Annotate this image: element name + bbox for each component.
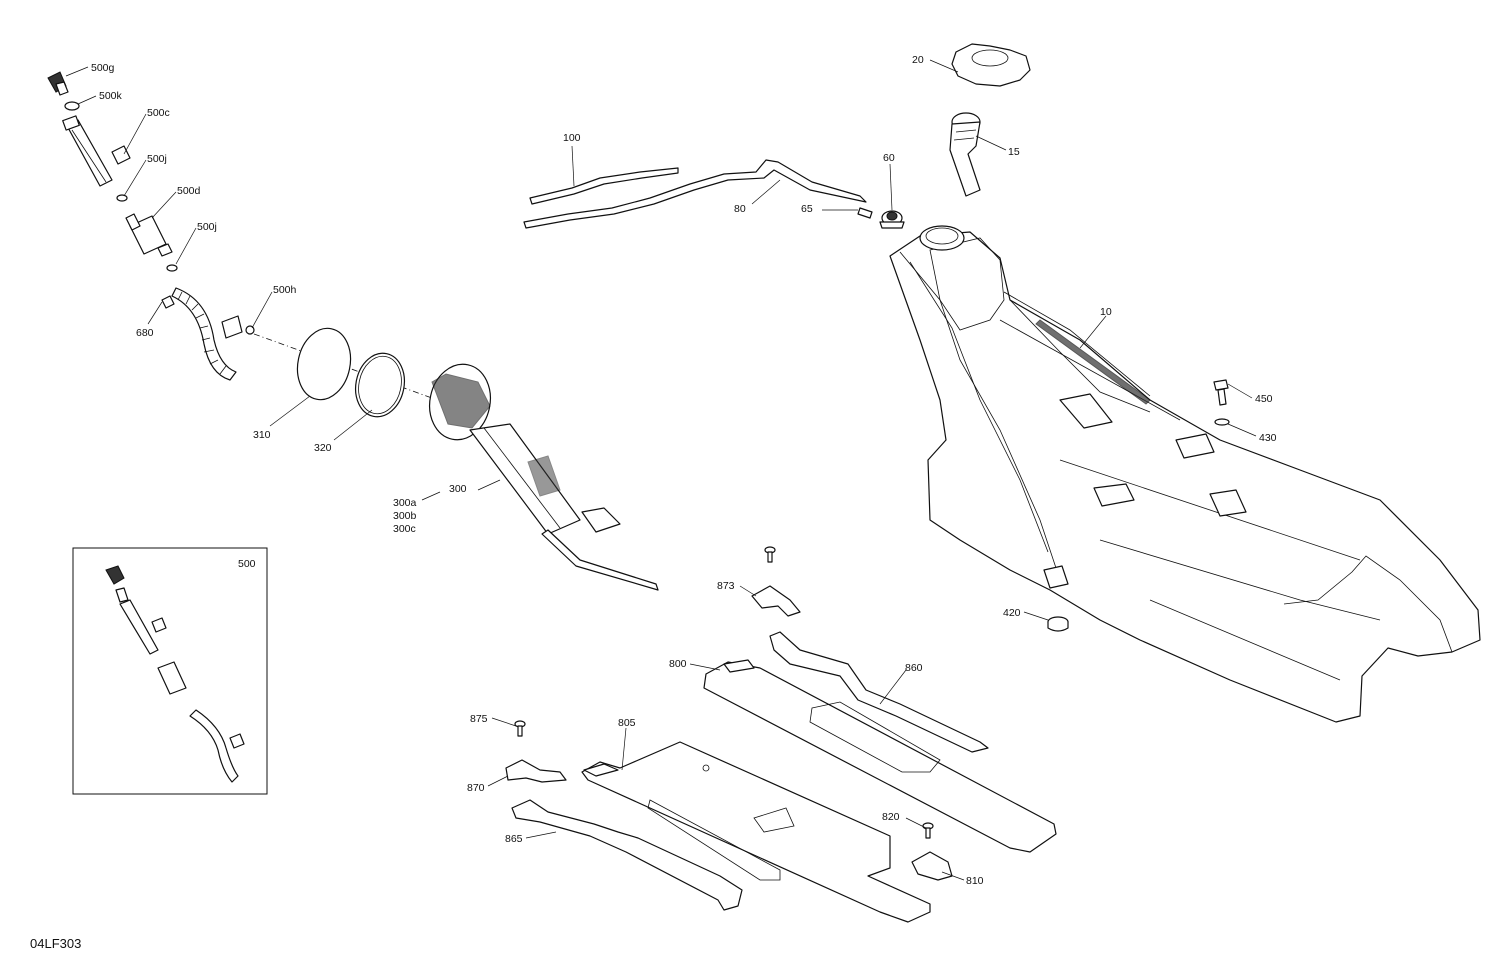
callout-500g: 500g <box>91 62 115 74</box>
grommet-60 <box>879 210 905 229</box>
filler-neck-15 <box>949 112 981 197</box>
callout-500h: 500h <box>273 284 297 296</box>
tank-pad-b <box>1175 433 1215 459</box>
callout-500-inset: 500 <box>238 558 256 570</box>
support-rail-865 <box>511 799 743 911</box>
sleeve-500c <box>111 145 131 165</box>
bracket-870 <box>505 759 567 783</box>
push-rivet-820 <box>922 822 934 839</box>
callout-870: 870 <box>467 782 485 794</box>
push-rivet-873 <box>764 546 776 563</box>
washer-430 <box>1214 418 1230 426</box>
callout-450: 450 <box>1255 393 1273 405</box>
check-valve-65 <box>857 207 873 219</box>
fuel-hose-upper <box>65 119 113 187</box>
callout-500d: 500d <box>177 185 201 197</box>
seal-ring-320 <box>354 352 406 418</box>
tank-pad-c <box>1093 483 1135 507</box>
clamp-500k <box>64 101 80 111</box>
callout-300: 300 <box>449 483 467 495</box>
connector-680 <box>161 295 175 309</box>
callout-820: 820 <box>882 811 900 823</box>
callout-65: 65 <box>801 203 813 215</box>
fuel-filter-500d <box>125 213 173 257</box>
callout-810: 810 <box>966 875 984 887</box>
tank-pad-a <box>1059 393 1113 429</box>
bracket-873 <box>751 585 801 617</box>
callout-60: 60 <box>883 152 895 164</box>
heat-shield-805 <box>581 741 931 923</box>
fuel-pump-module-300 <box>429 363 659 591</box>
clip-810 <box>911 851 953 881</box>
fuel-tank-10 <box>889 225 1481 723</box>
bolt-450 <box>1213 379 1229 406</box>
callout-320: 320 <box>314 442 332 454</box>
support-rail-860 <box>769 631 989 753</box>
elbow-connector-500g <box>47 71 69 96</box>
corrugated-hose <box>171 287 237 381</box>
callout-300b: 300b <box>393 510 417 522</box>
heat-shield-800 <box>703 659 1057 853</box>
callout-420: 420 <box>1003 607 1021 619</box>
push-rivet-875 <box>514 720 526 737</box>
callout-80: 80 <box>734 203 746 215</box>
leader-lines <box>65 59 1257 881</box>
quick-connect <box>221 315 243 339</box>
callout-500j-lower: 500j <box>197 221 217 233</box>
callout-500j-upper: 500j <box>147 153 167 165</box>
lock-ring-310 <box>296 327 352 401</box>
callout-500c: 500c <box>147 107 170 119</box>
diagram-code: 04LF303 <box>30 936 81 951</box>
fuel-cap-20 <box>951 43 1031 87</box>
vent-line-100 <box>529 167 679 205</box>
callout-800: 800 <box>669 658 687 670</box>
callout-875: 875 <box>470 713 488 725</box>
fuel-line-assembly <box>47 71 255 381</box>
callout-680: 680 <box>136 327 154 339</box>
callout-865: 865 <box>505 833 523 845</box>
callout-430: 430 <box>1259 432 1277 444</box>
callout-805: 805 <box>618 717 636 729</box>
clamp-500j-lower <box>166 264 178 272</box>
rubber-pad-420 <box>1047 616 1069 632</box>
callout-100: 100 <box>563 132 581 144</box>
callout-10: 10 <box>1100 306 1112 318</box>
callout-20: 20 <box>912 54 924 66</box>
callout-873: 873 <box>717 580 735 592</box>
callout-300c: 300c <box>393 523 416 535</box>
callout-500k: 500k <box>99 90 123 102</box>
clamp-500j-upper <box>116 194 128 202</box>
tank-pad-d <box>1209 489 1247 517</box>
callout-310: 310 <box>253 429 271 441</box>
callout-300a: 300a <box>393 497 417 509</box>
vent-line-80 <box>523 159 867 229</box>
inset-500 <box>72 547 268 795</box>
callout-labels: 500g 500k 500c 500j 500d 500j 500h 680 3… <box>91 54 1277 887</box>
callout-15: 15 <box>1008 146 1020 158</box>
callout-860: 860 <box>905 662 923 674</box>
